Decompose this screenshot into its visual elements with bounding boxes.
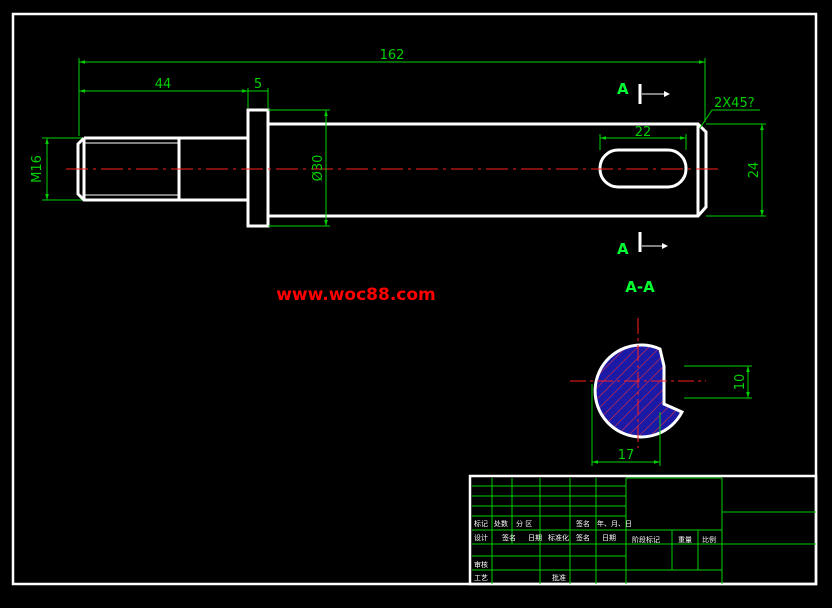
tb-row1-0: 标记 — [474, 519, 488, 528]
tb-row2-5: 日期 — [602, 534, 616, 542]
tb-row2-3: 标准化 — [548, 533, 569, 542]
tb-row1-2: 分 区 — [516, 519, 532, 528]
section-marker-bottom: A — [617, 232, 668, 258]
dimension-lines — [42, 58, 766, 227]
dim-diameter: Ø30 — [311, 155, 326, 182]
tb-row1-4: 年、月、日 — [597, 519, 632, 528]
dim-thread: M16 — [30, 155, 45, 183]
section-view — [570, 318, 706, 448]
dim-shoulder-length: 44 — [155, 77, 172, 92]
tb-row1-1: 处数 — [494, 519, 508, 528]
tb-row2-1: 签名 — [502, 533, 516, 542]
section-title: A-A — [625, 278, 655, 296]
thread-lines — [84, 142, 179, 196]
tb-row2-6: 阶段标记 — [632, 535, 660, 544]
section-marker-top: A — [617, 80, 670, 104]
section-dimension-lines — [591, 365, 752, 466]
tb-row2-0: 设计 — [474, 533, 488, 542]
shaft-outline — [76, 108, 708, 228]
dim-overall-length: 162 — [380, 48, 405, 63]
tb-row4-1: 批准 — [552, 573, 566, 582]
tb-row2-7: 重量 — [678, 536, 692, 544]
tb-row2-2: 日期 — [528, 534, 542, 542]
dim-end-diameter: 24 — [747, 162, 762, 179]
tb-row3-0: 审核 — [474, 560, 488, 569]
dim-chamfer: 2X45? — [714, 96, 755, 111]
svg-text:A: A — [617, 80, 629, 98]
title-block: 标记 处数 分 区 签名 年、月、日 设计 签名 日期 标准化 签名 日期 阶段… — [468, 474, 818, 586]
tb-row4-0: 工艺 — [474, 574, 488, 582]
tb-row2-8: 比例 — [702, 535, 716, 544]
svg-text:A: A — [617, 240, 629, 258]
dim-section-width: 17 — [618, 448, 635, 463]
tb-row1-3: 签名 — [576, 519, 590, 528]
dim-key-width: 10 — [733, 374, 748, 391]
tb-row2-4: 签名 — [576, 533, 590, 542]
dim-slot-length: 22 — [635, 125, 652, 140]
dim-collar-width: 5 — [254, 77, 262, 92]
drawing-frame — [11, 12, 818, 586]
watermark-text: www.woc88.com — [276, 285, 436, 305]
